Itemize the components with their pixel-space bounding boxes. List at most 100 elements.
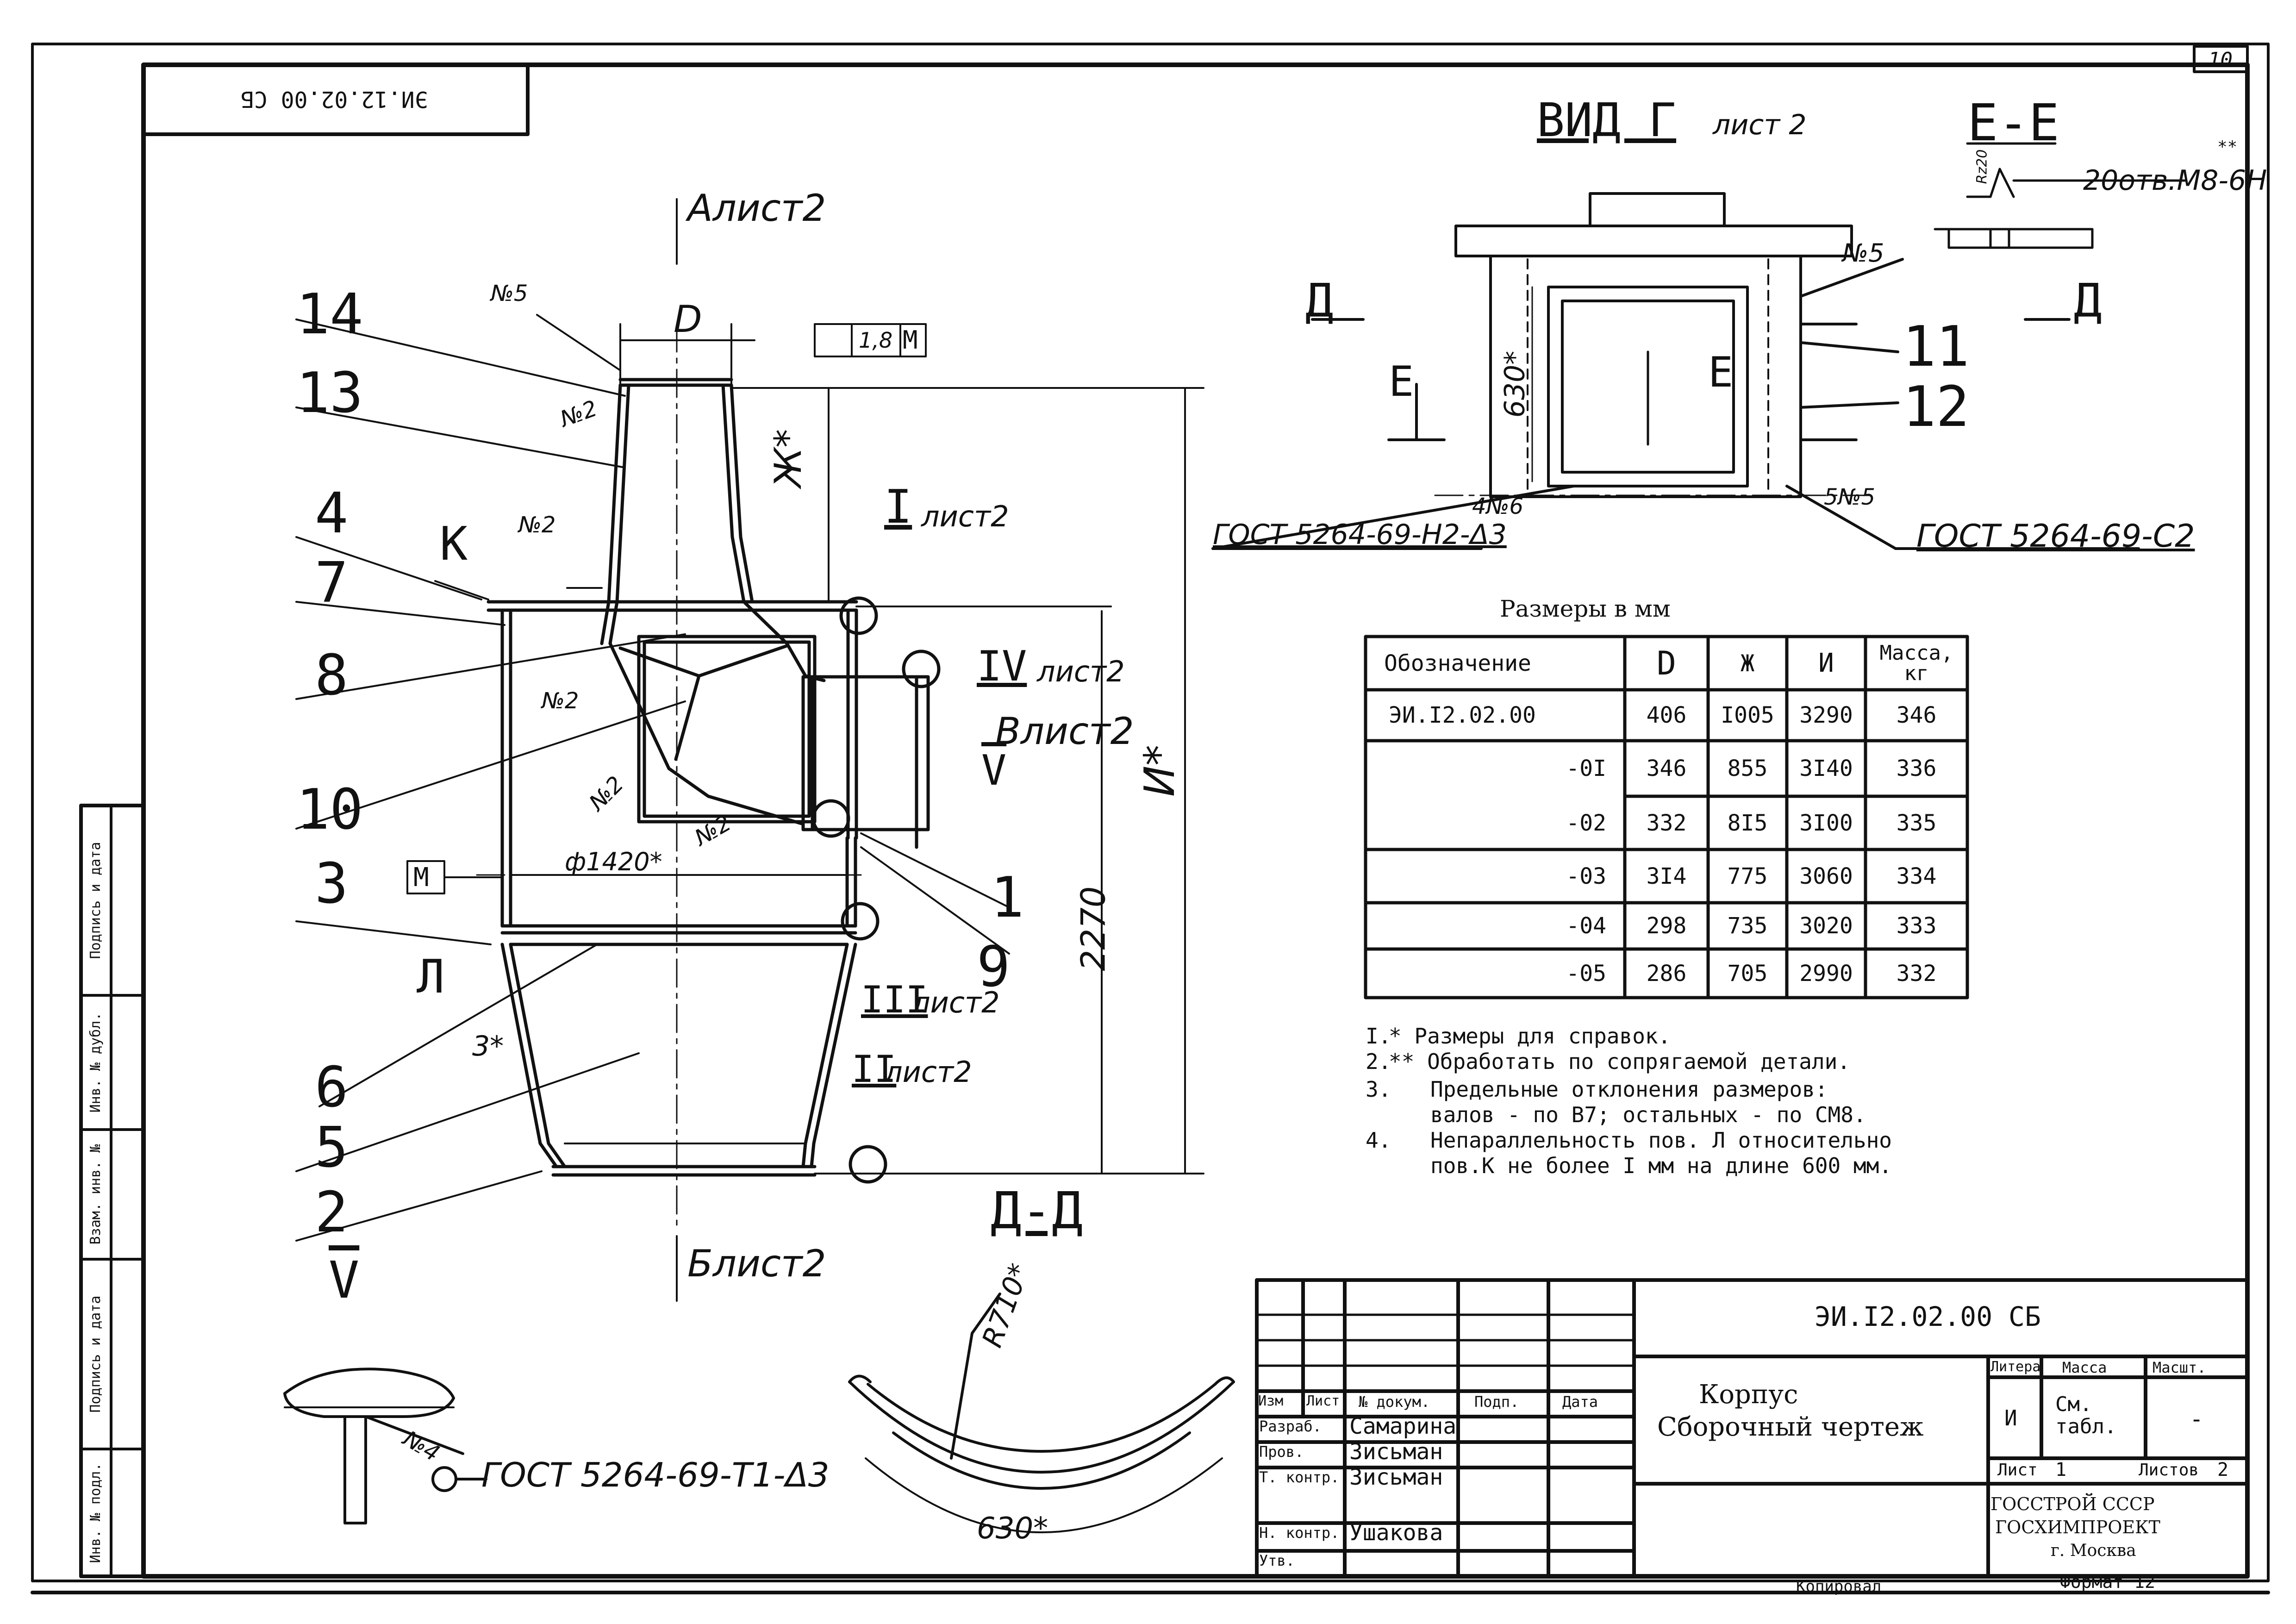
tb-sheets-val: 2 (2217, 1459, 2229, 1480)
note-number: 4. (1366, 1128, 1391, 1153)
dim-i: И* (1136, 744, 1185, 797)
callout-8: 8 (315, 643, 349, 708)
node-1-label: I (884, 480, 912, 534)
size-table-cell: 336 (1896, 756, 1937, 781)
view-v-label: Влист2 (995, 710, 1134, 753)
node-4-label: IV (977, 642, 1027, 691)
callout-1: 1 (991, 866, 1024, 930)
callout-2: 2 (315, 1181, 349, 1245)
dimension-lines (295, 198, 1204, 1302)
node-2-sheet: лист2 (884, 1055, 972, 1089)
size-table-header-zh: Ж (1740, 650, 1755, 677)
e-letter-left: Е (1389, 357, 1414, 406)
size-table-cell: 333 (1896, 913, 1937, 939)
size-table-cell: 705 (1727, 960, 1768, 987)
weld-5b: №5 (1842, 238, 1884, 268)
footer-format: Формат 12 (2060, 1572, 2155, 1592)
size-table-cell: 286 (1646, 960, 1687, 987)
main-view (476, 323, 941, 1228)
tb-sheet-val: 1 (2055, 1459, 2067, 1480)
tb-mass: См. табл. (2055, 1393, 2117, 1439)
gost-bottom: ГОСТ 5264-69-Т1-Δ3 (481, 1455, 830, 1494)
node-5-label: V (981, 746, 1007, 795)
size-table-cell: 3060 (1799, 863, 1853, 889)
callout-7: 7 (315, 551, 349, 615)
tb-hdr-list: Лист (1306, 1393, 1340, 1409)
tb-mass-h: Масса (2062, 1359, 2107, 1376)
size-table-cell: 3020 (1799, 913, 1853, 939)
tb-role: Пров. (1259, 1443, 1304, 1461)
side-strip-label: Взам. инв. № (87, 1144, 104, 1245)
dim-630-view-g: 630* (1498, 350, 1531, 418)
note-text: пов.К не более I мм на длине 600 мм. (1430, 1153, 1892, 1178)
holes-spec: 20отв.М8-6Н (2083, 164, 2267, 197)
size-table-caption: Размеры в мм (1500, 595, 1671, 622)
tb-sheet-lbl: Лист (1997, 1461, 2038, 1480)
tb-person: Зисьман (1349, 1464, 1443, 1490)
stamp-code-box (142, 63, 530, 136)
tb-sheets-lbl: Листов (2139, 1461, 2199, 1480)
view-a-label: Алист2 (687, 187, 826, 230)
size-table-cell: 775 (1727, 863, 1768, 889)
size-table-row-designation: -03 (1566, 863, 1606, 889)
size-table-cell: 855 (1727, 756, 1768, 781)
size-table-row-designation: -0I (1566, 756, 1606, 781)
size-table-cell: 346 (1896, 702, 1937, 728)
tb-name-line2: Сборочный чертеж (1657, 1412, 1924, 1442)
tb-hdr-sign: Подп. (1474, 1393, 1519, 1411)
dim-arc630: 630* (977, 1512, 1048, 1546)
tb-role: Т. контр. (1259, 1468, 1340, 1486)
stamp-code-mirrored: ЭИ.12.02.00 СБ (241, 86, 428, 112)
note-text: Непараллельность пов. Л относительно (1430, 1128, 1892, 1153)
note-text: ** Обработать по сопрягаемой детали. (1389, 1049, 1850, 1074)
weld-2b: №2 (518, 512, 556, 538)
size-table-row-designation: -02 (1566, 810, 1606, 836)
size-table-cell: 332 (1646, 810, 1687, 836)
view-b-label: Блист2 (687, 1242, 826, 1285)
note-number: 3. (1366, 1077, 1391, 1102)
node-4-sheet: лист2 (1037, 655, 1125, 688)
tb-role: Н. контр. (1259, 1524, 1340, 1542)
note-number: 2. (1366, 1049, 1391, 1074)
callout-5: 5 (315, 1116, 349, 1180)
side-strip-label: Подпись и дата (87, 842, 104, 959)
tb-scale: - (2190, 1405, 2204, 1432)
size-table-cell: 3I4 (1646, 863, 1687, 889)
size-table-cell: 3290 (1799, 702, 1853, 728)
callout-12: 12 (1903, 375, 1970, 439)
view-g-sheet: лист 2 (1713, 109, 1807, 141)
note-text: валов - по В7; остальных - по СМ8. (1430, 1102, 1866, 1127)
callout-9: 9 (977, 935, 1011, 999)
side-strip-label: Подпись и дата (87, 1295, 104, 1413)
node-1-sheet: лист2 (921, 500, 1009, 533)
size-table-header-i: И (1818, 648, 1834, 678)
weld-2c: №2 (542, 688, 579, 714)
size-table-row-designation: ЭИ.I2.02.00 (1389, 702, 1536, 728)
size-table-grid (1364, 635, 1969, 999)
node-2-label: II (852, 1048, 897, 1091)
callout-6: 6 (315, 1056, 349, 1120)
roughness: Rz20 (1974, 149, 1990, 184)
tb-org3: г. Москва (2051, 1541, 2136, 1560)
weld-5c: 5№5 (1824, 484, 1875, 510)
section-d-d (848, 1293, 1235, 1533)
view-g (1211, 192, 2140, 550)
footer-copied: Копировал (1796, 1577, 1882, 1596)
gost-right: ГОСТ 5264-69-С2 (1916, 518, 2195, 555)
node-3-sheet: лист2 (912, 986, 1000, 1019)
section-e-e (1934, 142, 2186, 249)
tb-hdr-doc: № докум. (1359, 1393, 1430, 1411)
size-table-cell: 335 (1896, 810, 1937, 836)
dim-d: D (674, 298, 702, 341)
size-table-header-mass: Масса, кг (1879, 641, 1953, 685)
size-table-cell: 298 (1646, 913, 1687, 939)
size-table-cell: 406 (1646, 702, 1687, 728)
tb-role: Разраб. (1259, 1418, 1322, 1435)
size-table-cell: 3I00 (1799, 810, 1853, 836)
dim-dia: ф1420* (565, 847, 662, 876)
section-d-title: Д-Д (991, 1181, 1083, 1240)
tb-code: ЭИ.I2.02.00 СБ (1815, 1301, 2041, 1332)
tb-person: Зисьман (1349, 1439, 1443, 1465)
